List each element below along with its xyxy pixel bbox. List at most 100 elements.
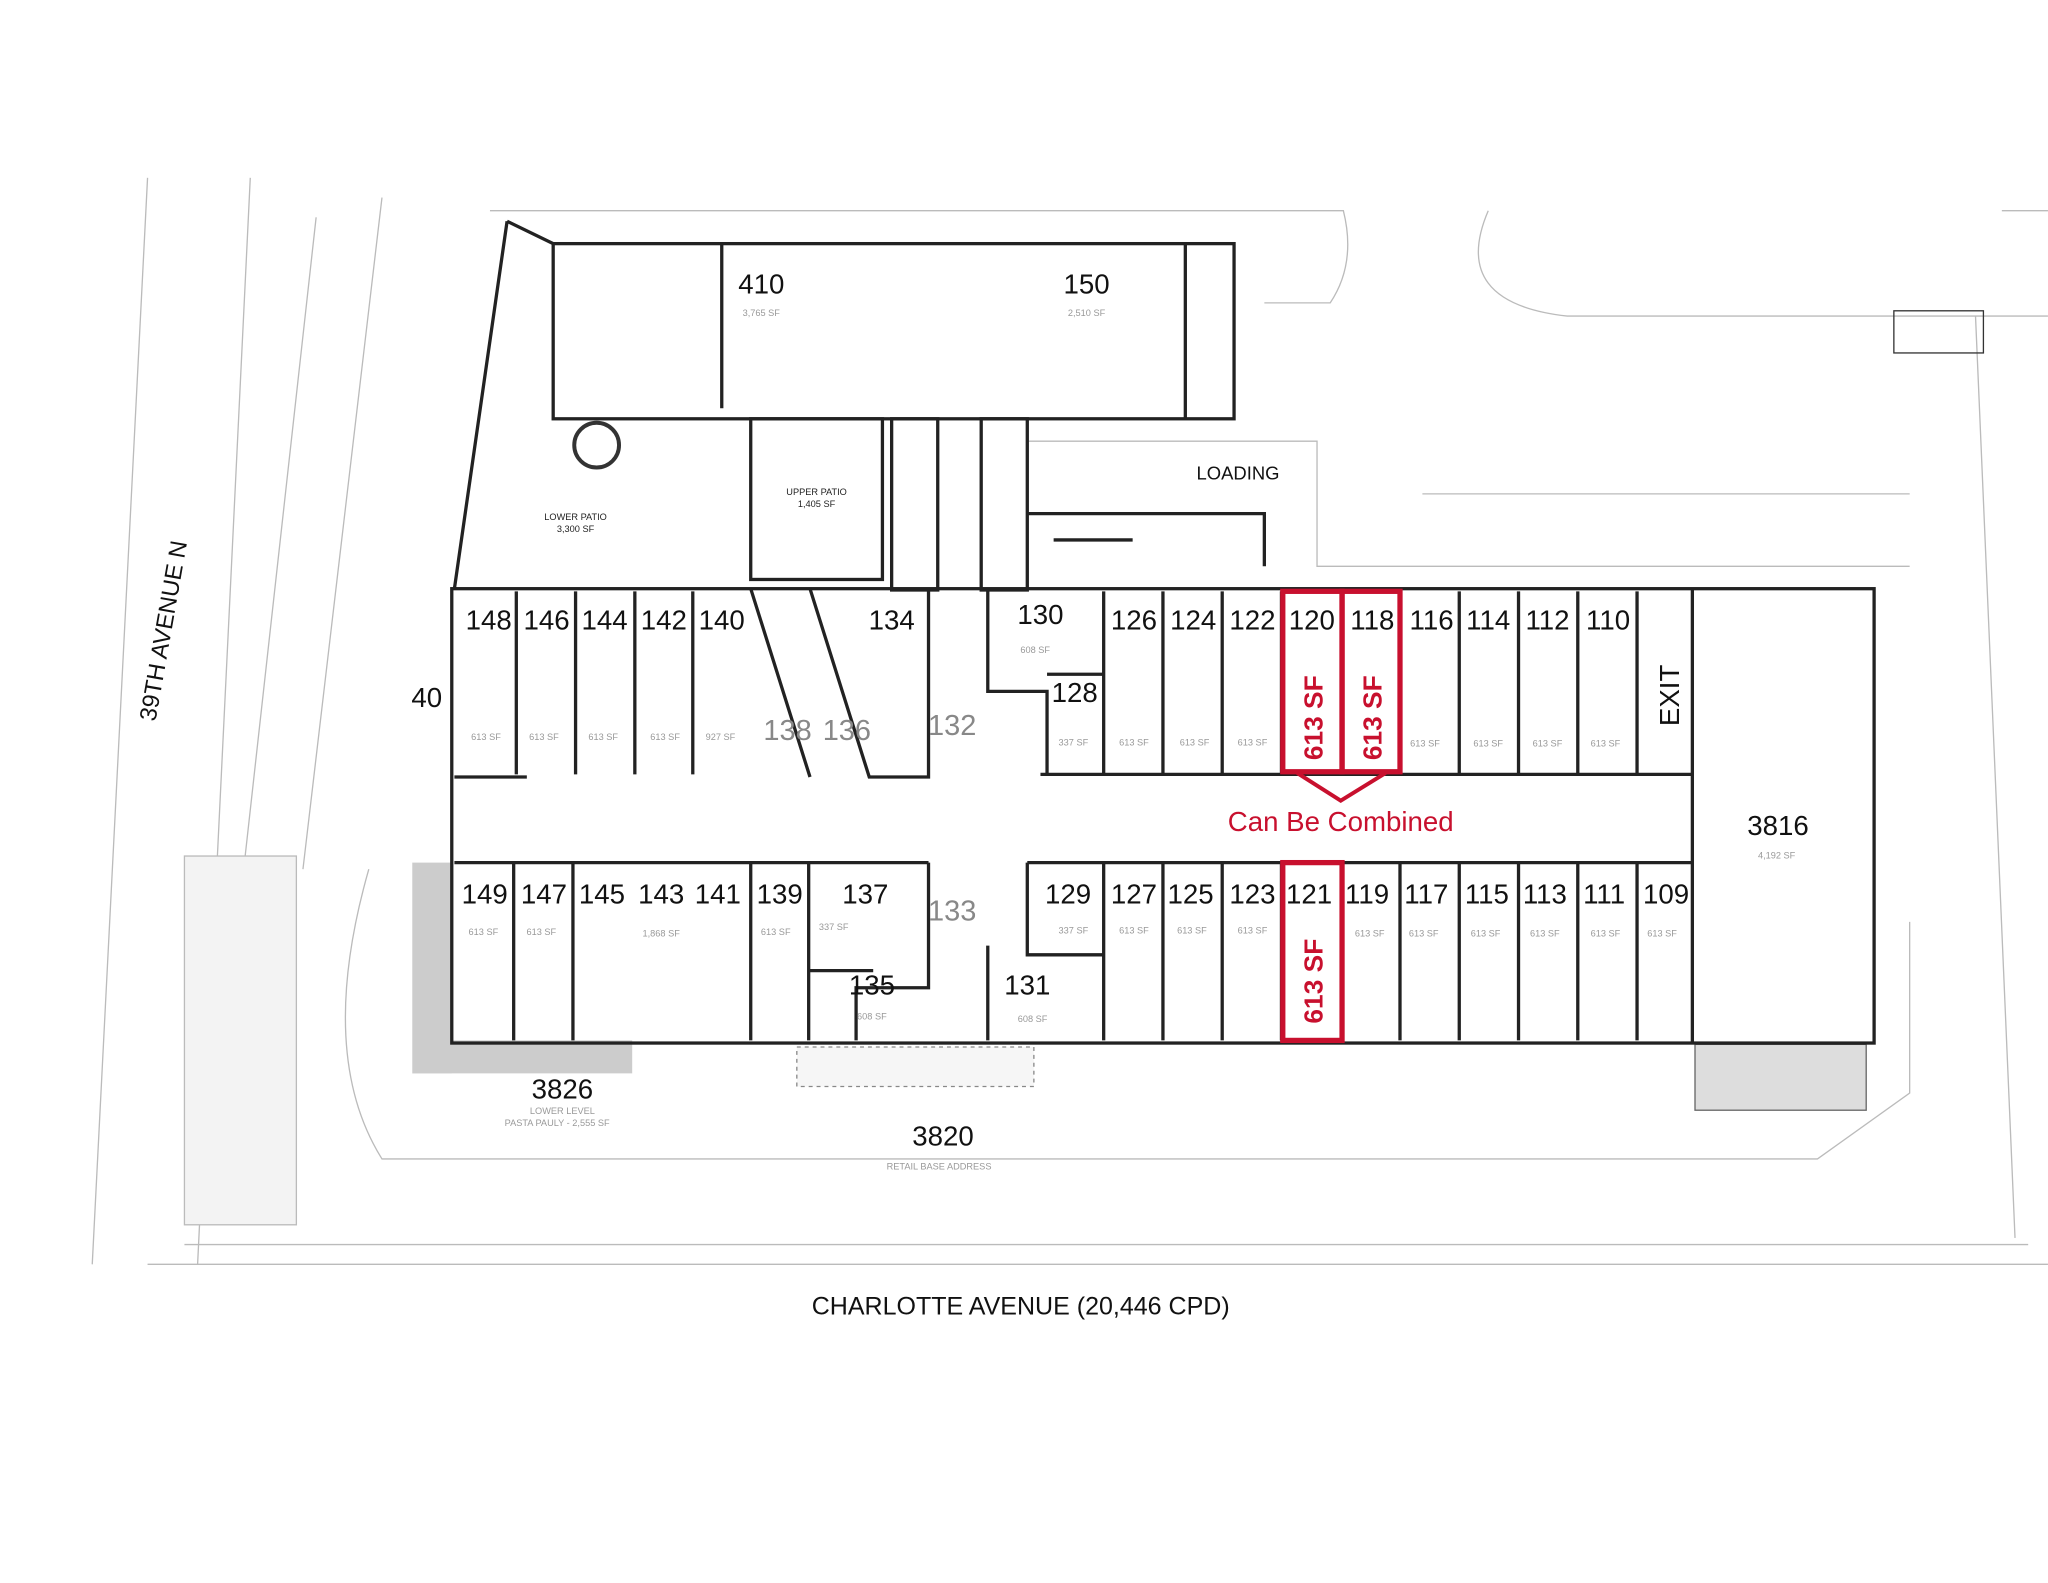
unit-3816-sf: 4,192 SF bbox=[1758, 851, 1796, 861]
unit-131-sf: 608 SF bbox=[1018, 1014, 1048, 1024]
unit-139-sf: 613 SF bbox=[761, 927, 791, 937]
unit-112-number[interactable]: 112 bbox=[1525, 605, 1569, 636]
unit-149-sf: 613 SF bbox=[469, 927, 499, 937]
unit-145-number[interactable]: 145 bbox=[579, 878, 625, 909]
unit-111-sf: 613 SF bbox=[1591, 928, 1621, 938]
highlight-unit-121[interactable] bbox=[1280, 859, 1345, 1044]
common-area-138: 138 bbox=[763, 715, 811, 747]
unit-143-number[interactable]: 143 bbox=[638, 878, 684, 909]
unit-114-number[interactable]: 114 bbox=[1466, 605, 1510, 636]
unit-137-number[interactable]: 137 bbox=[842, 878, 888, 909]
unit-148-sf: 613 SF bbox=[471, 732, 501, 742]
unit-410-number: 410 bbox=[738, 269, 784, 300]
unit-139-number[interactable]: 139 bbox=[757, 878, 803, 909]
highlight-unit-118[interactable] bbox=[1339, 588, 1403, 775]
unit-3816-number[interactable]: 3816 bbox=[1747, 810, 1808, 841]
unit-130-number[interactable]: 130 bbox=[1017, 599, 1063, 630]
common-area-136: 136 bbox=[823, 715, 871, 747]
main-building bbox=[450, 587, 1876, 1045]
unit-124-number[interactable]: 124 bbox=[1170, 605, 1216, 636]
unit-110-sf: 613 SF bbox=[1591, 739, 1621, 749]
unit-111-number[interactable]: 111 bbox=[1583, 878, 1625, 909]
unit-122-sf: 613 SF bbox=[1238, 737, 1268, 747]
unit-128-number[interactable]: 128 bbox=[1052, 677, 1098, 708]
unit-118-number[interactable]: 118 bbox=[1350, 605, 1394, 636]
unit-148-number[interactable]: 148 bbox=[466, 605, 512, 636]
unit-115-number[interactable]: 115 bbox=[1465, 878, 1509, 909]
unit-116-sf: 613 SF bbox=[1410, 739, 1440, 749]
unit-149-number[interactable]: 149 bbox=[462, 878, 508, 909]
highlighted-units: 613 SF 613 SF 613 SF Can Be Combined bbox=[1228, 588, 1454, 1044]
unit-110-number[interactable]: 110 bbox=[1586, 605, 1630, 636]
unit-122-number[interactable]: 122 bbox=[1229, 605, 1275, 636]
address-3826-line1: LOWER LEVEL bbox=[530, 1106, 595, 1116]
unit-147-number[interactable]: 147 bbox=[521, 878, 567, 909]
combine-arrow-icon bbox=[1296, 771, 1387, 804]
unit-143-sf: 1,868 SF bbox=[642, 928, 680, 938]
unit-140-number[interactable]: 140 bbox=[699, 605, 745, 636]
unit-128-sf: 337 SF bbox=[1059, 737, 1089, 747]
unit-121-number[interactable]: 121 bbox=[1286, 878, 1332, 909]
common-area-132: 132 bbox=[928, 710, 976, 742]
unit-115-sf: 613 SF bbox=[1471, 928, 1501, 938]
loading-label: LOADING bbox=[1197, 462, 1280, 483]
unit-109-sf: 613 SF bbox=[1647, 928, 1677, 938]
unit-410-sf: 3,765 SF bbox=[743, 308, 781, 318]
unit-146-sf: 613 SF bbox=[529, 732, 559, 742]
unit-137-walls bbox=[808, 862, 1104, 1041]
unit-126-sf: 613 SF bbox=[1119, 737, 1149, 747]
unit-119-number[interactable]: 119 bbox=[1345, 878, 1389, 909]
unit-141-number[interactable]: 141 bbox=[695, 878, 741, 909]
unit-144-number[interactable]: 144 bbox=[581, 605, 627, 636]
unit-125-number[interactable]: 125 bbox=[1168, 878, 1214, 909]
unit-147-sf: 613 SF bbox=[526, 927, 556, 937]
unit-131-number[interactable]: 131 bbox=[1004, 969, 1050, 1000]
unit-130-walls bbox=[986, 588, 1104, 775]
unit-117-number[interactable]: 117 bbox=[1404, 878, 1448, 909]
unit-124-sf: 613 SF bbox=[1180, 737, 1210, 747]
unit-142-number[interactable]: 142 bbox=[641, 605, 687, 636]
unit-142-sf: 613 SF bbox=[650, 732, 680, 742]
unit-113-number[interactable]: 113 bbox=[1523, 878, 1567, 909]
unit-123-number[interactable]: 123 bbox=[1229, 878, 1275, 909]
unit-135-sf: 608 SF bbox=[857, 1011, 887, 1021]
unit-146-number[interactable]: 146 bbox=[524, 605, 570, 636]
unit-116-number[interactable]: 116 bbox=[1410, 605, 1454, 636]
unit-109-number[interactable]: 109 bbox=[1643, 878, 1689, 909]
street-charlotte-avenue: CHARLOTTE AVENUE (20,446 CPD) bbox=[812, 1292, 1230, 1320]
unit-125-sf: 613 SF bbox=[1177, 926, 1207, 936]
unit-112-sf: 613 SF bbox=[1533, 739, 1563, 749]
unit-113-sf: 613 SF bbox=[1530, 928, 1560, 938]
unit-135-number[interactable]: 135 bbox=[849, 969, 895, 1000]
unit-114-sf: 613 SF bbox=[1473, 739, 1503, 749]
upper-building bbox=[452, 219, 1266, 592]
unit-150-number: 150 bbox=[1063, 269, 1109, 300]
unit-137-sf: 337 SF bbox=[819, 922, 849, 932]
unit-123-sf: 613 SF bbox=[1238, 926, 1268, 936]
unit-126-number[interactable]: 126 bbox=[1111, 605, 1157, 636]
unit-134-number[interactable]: 134 bbox=[869, 605, 915, 636]
unit-127-sf: 613 SF bbox=[1119, 926, 1149, 936]
common-area-133: 133 bbox=[928, 896, 976, 928]
unit-140-sf: 927 SF bbox=[706, 732, 736, 742]
can-be-combined-note: Can Be Combined bbox=[1228, 806, 1454, 837]
address-3826-line2: PASTA PAULY - 2,555 SF bbox=[505, 1118, 610, 1128]
unit-40-label: 40 bbox=[411, 682, 442, 713]
lower-patio-sf: 3,300 SF bbox=[557, 524, 595, 534]
exit-label: EXIT bbox=[1654, 665, 1685, 727]
unit-120-highlight-sf: 613 SF bbox=[1298, 675, 1328, 760]
address-3826: 3826 bbox=[532, 1073, 593, 1104]
unit-120-number[interactable]: 120 bbox=[1289, 605, 1335, 636]
street-39th-avenue: 39TH AVENUE N bbox=[136, 539, 193, 723]
unit-129-sf: 337 SF bbox=[1059, 926, 1089, 936]
unit-117-sf: 613 SF bbox=[1409, 928, 1439, 938]
site-linework bbox=[91, 177, 2048, 1265]
unit-118-highlight-sf: 613 SF bbox=[1358, 675, 1388, 760]
unit-129-number[interactable]: 129 bbox=[1045, 878, 1091, 909]
unit-119-sf: 613 SF bbox=[1355, 928, 1385, 938]
slanted-walls bbox=[749, 588, 931, 779]
unit-127-number[interactable]: 127 bbox=[1111, 878, 1157, 909]
address-3820-line1: RETAIL BASE ADDRESS bbox=[887, 1161, 992, 1171]
